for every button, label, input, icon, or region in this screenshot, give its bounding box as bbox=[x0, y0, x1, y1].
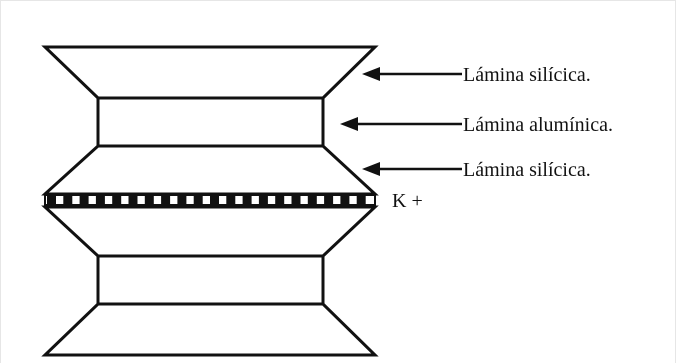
label-silica-sheet-top: Lámina silícica. bbox=[463, 64, 591, 86]
potassium-ion-dot bbox=[79, 196, 89, 205]
arrow-head-middle bbox=[340, 117, 358, 131]
lower-alumina-sheet bbox=[96, 254, 325, 306]
potassium-ion-dot bbox=[177, 196, 187, 205]
potassium-ion-dot bbox=[226, 196, 236, 205]
pointer-arrows bbox=[340, 67, 462, 176]
arrow-head-lower bbox=[362, 162, 380, 176]
potassium-ion-dot bbox=[193, 196, 203, 205]
lower-tot-layer bbox=[41, 205, 379, 357]
potassium-ion-dot bbox=[161, 196, 171, 205]
upper-silica-sheet-top bbox=[41, 45, 379, 100]
arrow-head-top bbox=[362, 67, 380, 81]
potassium-ion-dot bbox=[307, 196, 317, 205]
label-silica-sheet-lower: Lámina silícica. bbox=[463, 159, 591, 181]
potassium-ion-dot bbox=[210, 196, 219, 205]
potassium-ion-dot bbox=[291, 196, 301, 205]
upper-silica-sheet-bottom bbox=[41, 144, 379, 196]
potassium-ion-dot bbox=[144, 196, 154, 205]
potassium-ion-dot bbox=[324, 196, 334, 205]
potassium-ion-dot bbox=[128, 196, 138, 205]
label-alumina-sheet: Lámina alumínica. bbox=[463, 114, 613, 136]
potassium-ion-dot bbox=[63, 196, 73, 205]
potassium-ion-dot bbox=[275, 196, 285, 205]
potassium-ion-dot bbox=[258, 196, 268, 205]
upper-alumina-sheet bbox=[96, 96, 325, 148]
potassium-ion-dot bbox=[356, 196, 366, 205]
upper-tot-layer bbox=[41, 45, 379, 196]
lower-silica-sheet-bottom bbox=[41, 302, 379, 357]
potassium-interlayer bbox=[44, 194, 376, 206]
potassium-ion-dot bbox=[47, 196, 56, 205]
label-potassium-ion: K + bbox=[392, 190, 423, 212]
potassium-ion-dot bbox=[95, 196, 105, 205]
potassium-ion-dot bbox=[340, 196, 350, 205]
potassium-ion-dots bbox=[47, 196, 366, 205]
potassium-ion-dot bbox=[112, 196, 122, 205]
lower-silica-sheet-top bbox=[41, 205, 379, 258]
potassium-ion-dot bbox=[242, 196, 252, 205]
